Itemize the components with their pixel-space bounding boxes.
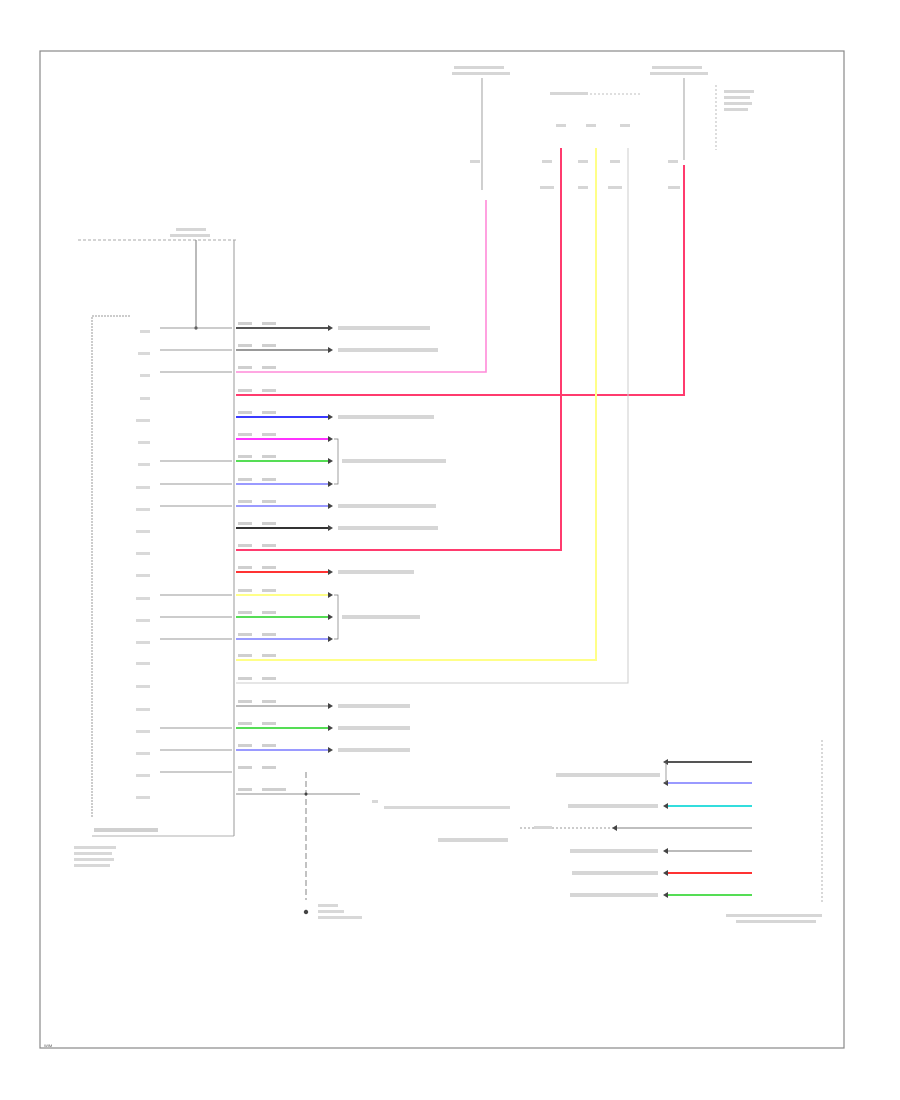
top-label-stubs <box>170 66 754 237</box>
diagram-frame <box>39 50 845 1049</box>
pin-label-stubs <box>136 330 150 799</box>
wire-code-stubs <box>238 322 286 791</box>
system-label-stubs <box>338 326 446 752</box>
right-arrow-markers <box>612 759 668 898</box>
output-wires <box>236 327 328 751</box>
sensor-label-stubs <box>318 800 510 919</box>
connector-location-stub <box>74 846 116 867</box>
ground-terminal <box>303 909 309 915</box>
wire-red-row4 <box>236 165 685 396</box>
wire-grey <box>236 148 629 684</box>
wire-red-psdr <box>236 148 562 551</box>
left-input-lines <box>160 327 232 773</box>
wire-pink-ign <box>236 200 487 373</box>
right-label-stubs <box>438 773 822 923</box>
central-connector-box <box>91 315 130 817</box>
system-brackets <box>334 438 339 640</box>
wire-yellow <box>236 148 597 661</box>
bottom-junction <box>304 792 308 796</box>
connector-name-stub <box>94 828 158 832</box>
right-connector-wires <box>612 761 752 896</box>
arrow-markers <box>328 325 333 753</box>
footer-code: WIM <box>44 1043 52 1048</box>
